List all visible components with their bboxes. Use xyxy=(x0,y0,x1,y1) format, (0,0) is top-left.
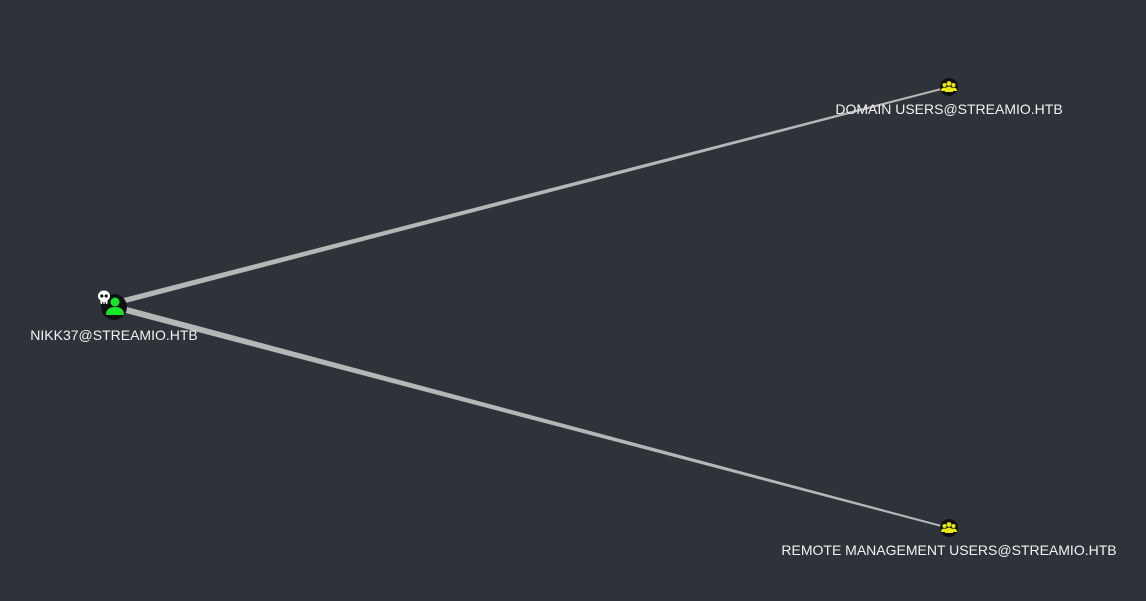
edge-user-to-domain-users[interactable] xyxy=(114,86,949,306)
group-icon xyxy=(941,522,957,533)
skull-icon xyxy=(98,290,110,304)
node-label-remote-management-users[interactable]: REMOTE MANAGEMENT USERS@STREAMIO.HTB xyxy=(781,542,1117,558)
node-label-user[interactable]: NIKK37@STREAMIO.HTB xyxy=(30,327,198,343)
user-icon xyxy=(106,297,124,315)
edge-user-to-remote-management-users[interactable] xyxy=(114,303,949,530)
group-icon xyxy=(941,81,957,92)
node-user[interactable] xyxy=(98,290,127,321)
node-remote-management-users[interactable] xyxy=(940,519,958,537)
node-domain-users[interactable] xyxy=(940,78,958,96)
node-label-domain-users[interactable]: DOMAIN USERS@STREAMIO.HTB xyxy=(835,101,1063,117)
